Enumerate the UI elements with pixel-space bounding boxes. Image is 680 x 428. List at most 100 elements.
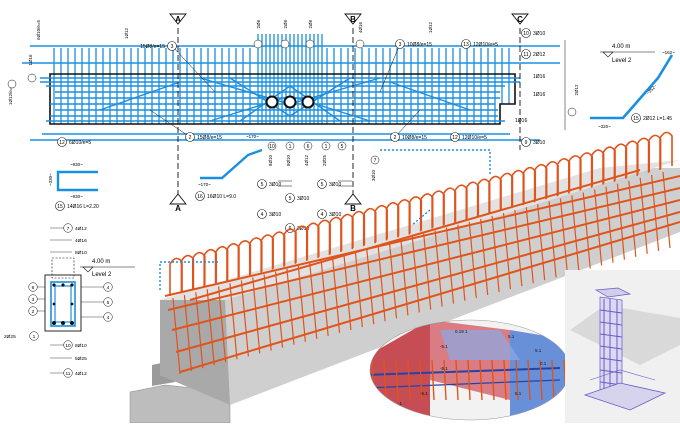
right-elevation-value: 4.00 m (612, 44, 630, 50)
section-elevation-value: 4.00 m (92, 259, 110, 265)
vertical-label: 1Ø12 (428, 22, 433, 34)
bar-id: 16 (197, 194, 203, 200)
bar-dim: ~162~ (662, 50, 675, 55)
circle-id: 1 (325, 144, 328, 150)
rebar-leg (423, 233, 432, 310)
rebar-stirrup (237, 240, 252, 279)
rebar-leg (411, 236, 420, 313)
beam-cross-section: 4.00 m Level 2 6 3 2 2Ø25 1 4 5 4 7 4Ø12… (4, 223, 135, 378)
section-cut-lines (177, 28, 521, 195)
result-value: 5.1 (535, 348, 542, 353)
vertical-label: 2Ø8 (256, 20, 261, 29)
vertical-label: 1Ø12 (124, 28, 129, 40)
rebar-stirrup (226, 243, 240, 282)
result-rebar-line (419, 359, 423, 401)
section-mark-c-top: C (517, 15, 523, 24)
rebar-leg (639, 177, 648, 254)
vertical-label: 4Ø16 (358, 22, 363, 34)
rebar-leg (514, 210, 523, 287)
bar-id: 15 (633, 116, 639, 122)
callout-text: 12Ø10/e=5 (473, 42, 498, 48)
callout-id: 13 (463, 42, 469, 48)
result-rebar-line (443, 359, 447, 401)
bar-mark-id: 11 (523, 52, 528, 58)
top-vertical-labels: 6Ø10/e=5 1Ø12 2Ø8 2Ø8 2Ø8 4Ø16 1Ø12 (36, 20, 433, 49)
right-bar-marks: 10 3Ø10 11 2Ø12 1Ø16 1Ø16 1Ø16 9 3Ø10 (515, 28, 566, 147)
bar-mark-text: 3Ø10 (533, 31, 545, 37)
result-rebar-line (527, 359, 531, 401)
rebar-stirrup (191, 251, 206, 291)
callout-id: 3 (399, 42, 402, 48)
circle-id: 10 (269, 144, 275, 150)
section-label: 4 (107, 285, 110, 291)
rebar-leg (662, 171, 671, 249)
bar-dim: ~930~ (70, 194, 83, 199)
section-label: 3 (32, 297, 35, 303)
vertical-label: 8Ø10 (268, 155, 273, 167)
result-rebar-line (491, 359, 495, 401)
rebar-stirrup (214, 245, 229, 285)
circle-id: 6 (307, 144, 310, 150)
rebar-mark-id: 4 (321, 212, 324, 218)
callout-id: 3 (171, 44, 174, 50)
result-rebar-line (395, 359, 399, 401)
section-label: 7 (67, 226, 70, 232)
result-rebar-line (431, 359, 435, 401)
rebar-leg (616, 183, 626, 260)
bar-dim: ~930~ (70, 162, 83, 167)
bar-mark-text: 1Ø16 (533, 74, 545, 80)
rebar-3d-lines (164, 131, 680, 375)
bar-dim: ~320~ (598, 124, 611, 129)
rebar-stirrup (169, 257, 183, 296)
bar-dim: ~170~ (198, 182, 211, 187)
section-level-name: Level 2 (92, 272, 112, 278)
bar-mark-id: 9 (525, 140, 528, 146)
section-label: 6 (32, 285, 35, 291)
rebar-leg (548, 201, 557, 278)
rebar-longitudinal (164, 175, 680, 297)
section-label: 2 (32, 309, 35, 315)
callout-text: 12Ø10/e=5 (462, 135, 487, 141)
vertical-label: 1Ø16 (28, 54, 33, 66)
bar-mark-text: 2Ø12 (574, 84, 579, 96)
section-mark-b-top: B (350, 15, 356, 24)
rebar-leg (217, 286, 227, 363)
rebar-leg (491, 215, 500, 293)
left-vertical-labels: 1Ø12/e=5 1Ø16 (7, 54, 37, 105)
rebar-leg (605, 186, 614, 263)
rebar-stirrup (203, 248, 217, 288)
bar-id: 15 (57, 204, 63, 210)
result-value: 5.1 (508, 334, 515, 339)
circle-id: 7 (374, 158, 377, 164)
result-rebar-line (479, 359, 483, 401)
rebar-leg (183, 295, 192, 372)
column-3d-view (565, 270, 680, 423)
rebar-mark-text: 3Ø10 (329, 212, 341, 218)
callout-text: 6Ø10/e=5 (69, 140, 91, 146)
rebar-leg (480, 218, 489, 295)
section-label: 1 (33, 334, 36, 340)
callout-text: 10Ø8/e=15 (407, 42, 432, 48)
bar-mark-id: 10 (523, 31, 529, 37)
rebar-leg (525, 207, 534, 284)
rebar-leg (274, 271, 284, 348)
column-bar-circles (265, 95, 315, 109)
section-label: 5 (107, 300, 110, 306)
rebar-leg (594, 189, 603, 266)
rebar-leg (320, 259, 329, 336)
rebar-leg (229, 283, 238, 360)
rebar-leg (400, 239, 409, 316)
mid-vertical-labels: 8Ø10 8Ø10 4Ø12 2Ø25 3Ø10 (268, 155, 376, 182)
rebar-mark-text: 3Ø10 (297, 226, 309, 232)
rebar-leg (651, 174, 660, 251)
rebar-mark-text: 3Ø10 (297, 196, 309, 202)
callout-text: 15Ø8/e=15 (197, 135, 222, 141)
section-mark-a-top: A (175, 15, 181, 24)
result-value: 5.1 (515, 391, 522, 396)
rebar-leg (366, 248, 375, 325)
bar-spec: 2Ø12 L=1.45 (643, 116, 672, 122)
result-value: -5.1 (440, 366, 448, 371)
rebar-leg (445, 227, 455, 304)
beam-elevation-drawing: A B C A B 3 15Ø8/e=15 3 10Ø8/e=15 13 12Ø… (7, 13, 566, 213)
